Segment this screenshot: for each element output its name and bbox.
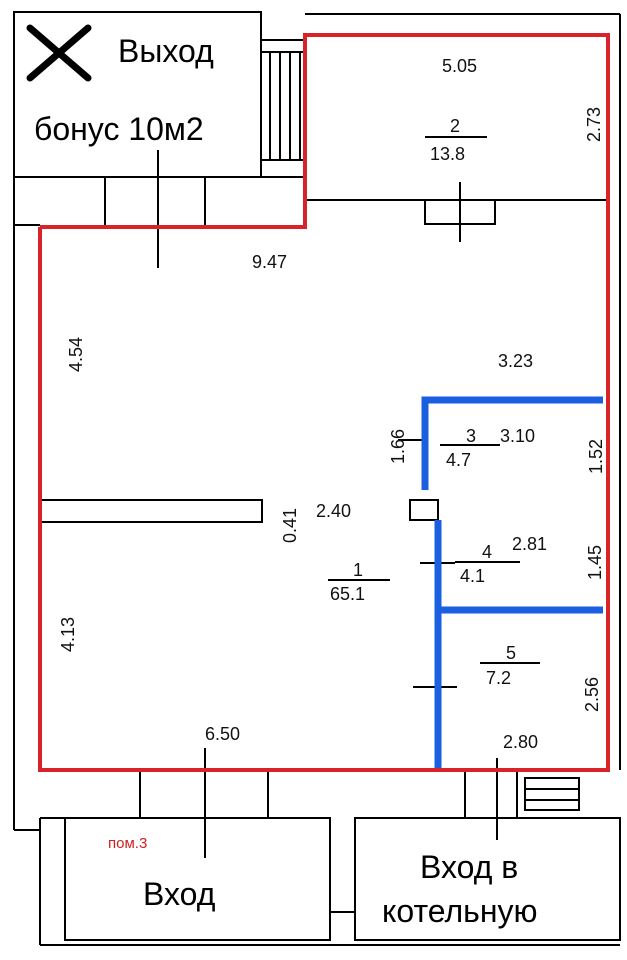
dim-room3-depth: 1.52 — [586, 439, 606, 474]
bonus-label: бонус 10м2 — [34, 111, 204, 147]
entrance-box — [64, 817, 331, 941]
dim-partition-offset: 2.40 — [316, 501, 351, 521]
dim-room4-width: 2.81 — [512, 534, 547, 554]
dim-bottom-main: 6.50 — [205, 724, 240, 744]
dim-partition-thickness: 0.41 — [280, 508, 300, 543]
exit-staircase — [261, 39, 305, 161]
room-4-area: 4.1 — [460, 566, 485, 586]
highlighted-premises-outline — [38, 33, 610, 772]
room-fraction-bars — [328, 136, 540, 664]
room-4-number: 4 — [482, 542, 492, 562]
dim-room4-depth: 1.45 — [585, 545, 605, 580]
room-3-number: 3 — [466, 426, 476, 446]
dim-room2-width: 5.05 — [442, 56, 477, 76]
dim-room5-depth: 2.56 — [582, 677, 602, 712]
service-rooms-outline — [421, 396, 603, 768]
room-2-area: 13.8 — [430, 144, 465, 164]
dim-room3-left: 1.66 — [388, 429, 408, 464]
dim-left-lower: 4.13 — [58, 617, 78, 652]
room-5-area: 7.2 — [486, 668, 511, 688]
boiler-entrance-label-line2: котельную — [382, 893, 538, 929]
premises-ref-label: пом.3 — [108, 835, 147, 852]
room-1-area: 65.1 — [330, 584, 365, 604]
connector-stub — [409, 499, 439, 521]
room-5-number: 5 — [506, 643, 516, 663]
boiler-entrance-box — [354, 817, 621, 941]
dim-room5-width: 2.80 — [503, 732, 538, 752]
dim-right-upper: 3.23 — [498, 351, 533, 371]
room-1-number: 1 — [353, 560, 363, 580]
dim-room3-width: 3.10 — [500, 426, 535, 446]
boiler-entrance-label-line1: Вход в — [420, 849, 518, 885]
room-3-area: 4.7 — [446, 450, 471, 470]
dim-room2-depth: 2.73 — [584, 107, 604, 142]
dim-main-top: 9.47 — [252, 252, 287, 272]
window-strip-top — [13, 150, 305, 268]
exit-cross-icon — [26, 24, 92, 82]
exit-label: Выход — [118, 33, 214, 69]
room-2-number: 2 — [450, 116, 460, 136]
dim-left-upper: 4.54 — [66, 337, 86, 372]
bottom-staircase — [524, 777, 580, 811]
partition-wall — [39, 499, 263, 523]
entrance-label: Вход — [143, 876, 216, 912]
structural-walls — [13, 11, 621, 946]
